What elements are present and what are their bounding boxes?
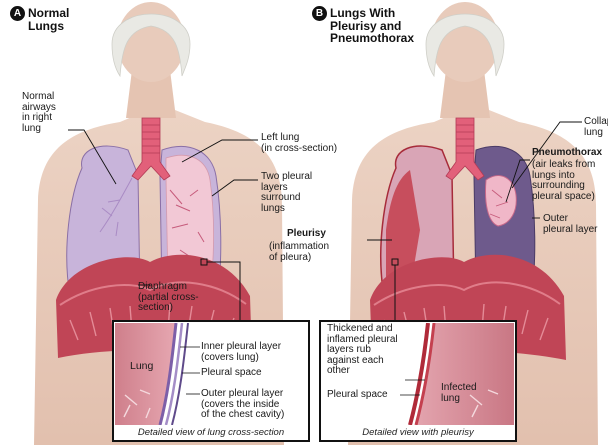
label-pleurisy-desc: (inflammation of pleura) xyxy=(269,242,329,263)
inset-b-infected-lung: Infected lung xyxy=(441,383,477,404)
title-a: Normal Lungs xyxy=(28,7,69,32)
label-collapsed-lung: Collapsed lung xyxy=(584,117,608,138)
badge-b: B xyxy=(312,6,327,21)
inset-a-pleural-space: Pleural space xyxy=(201,368,262,379)
label-pneumothorax-desc: (air leaks from lungs into surrounding p… xyxy=(532,160,595,202)
label-left-lung: Left lung (in cross-section) xyxy=(261,133,337,154)
label-two-pleural-layers: Two pleural layers surround lungs xyxy=(261,172,312,214)
inset-a-lung-label: Lung xyxy=(130,361,153,372)
inset-b-thickened: Thickened and inflamed pleural layers ru… xyxy=(327,324,398,377)
label-normal-airways: Normal airways in right lung xyxy=(22,92,56,134)
label-outer-pleural: Outer pleural layer xyxy=(543,214,597,235)
inset-a xyxy=(113,321,309,441)
inset-b-pleural-space: Pleural space xyxy=(327,390,388,401)
inset-a-caption: Detailed view of lung cross-section xyxy=(115,426,307,440)
inset-a-inner-layer: Inner pleural layer (covers lung) xyxy=(201,342,281,363)
inset-a-outer-layer: Outer pleural layer (covers the inside o… xyxy=(201,389,284,421)
title-b: Lungs With Pleurisy and Pneumothorax xyxy=(330,7,414,45)
badge-a: A xyxy=(10,6,25,21)
label-pleurisy-title: Pleurisy xyxy=(287,229,326,240)
label-diaphragm: Diaphragm (partial cross- section) xyxy=(138,282,199,314)
label-pneumothorax-title: Pneumothorax xyxy=(532,148,602,159)
inset-b-caption: Detailed view with pleurisy xyxy=(322,426,514,440)
